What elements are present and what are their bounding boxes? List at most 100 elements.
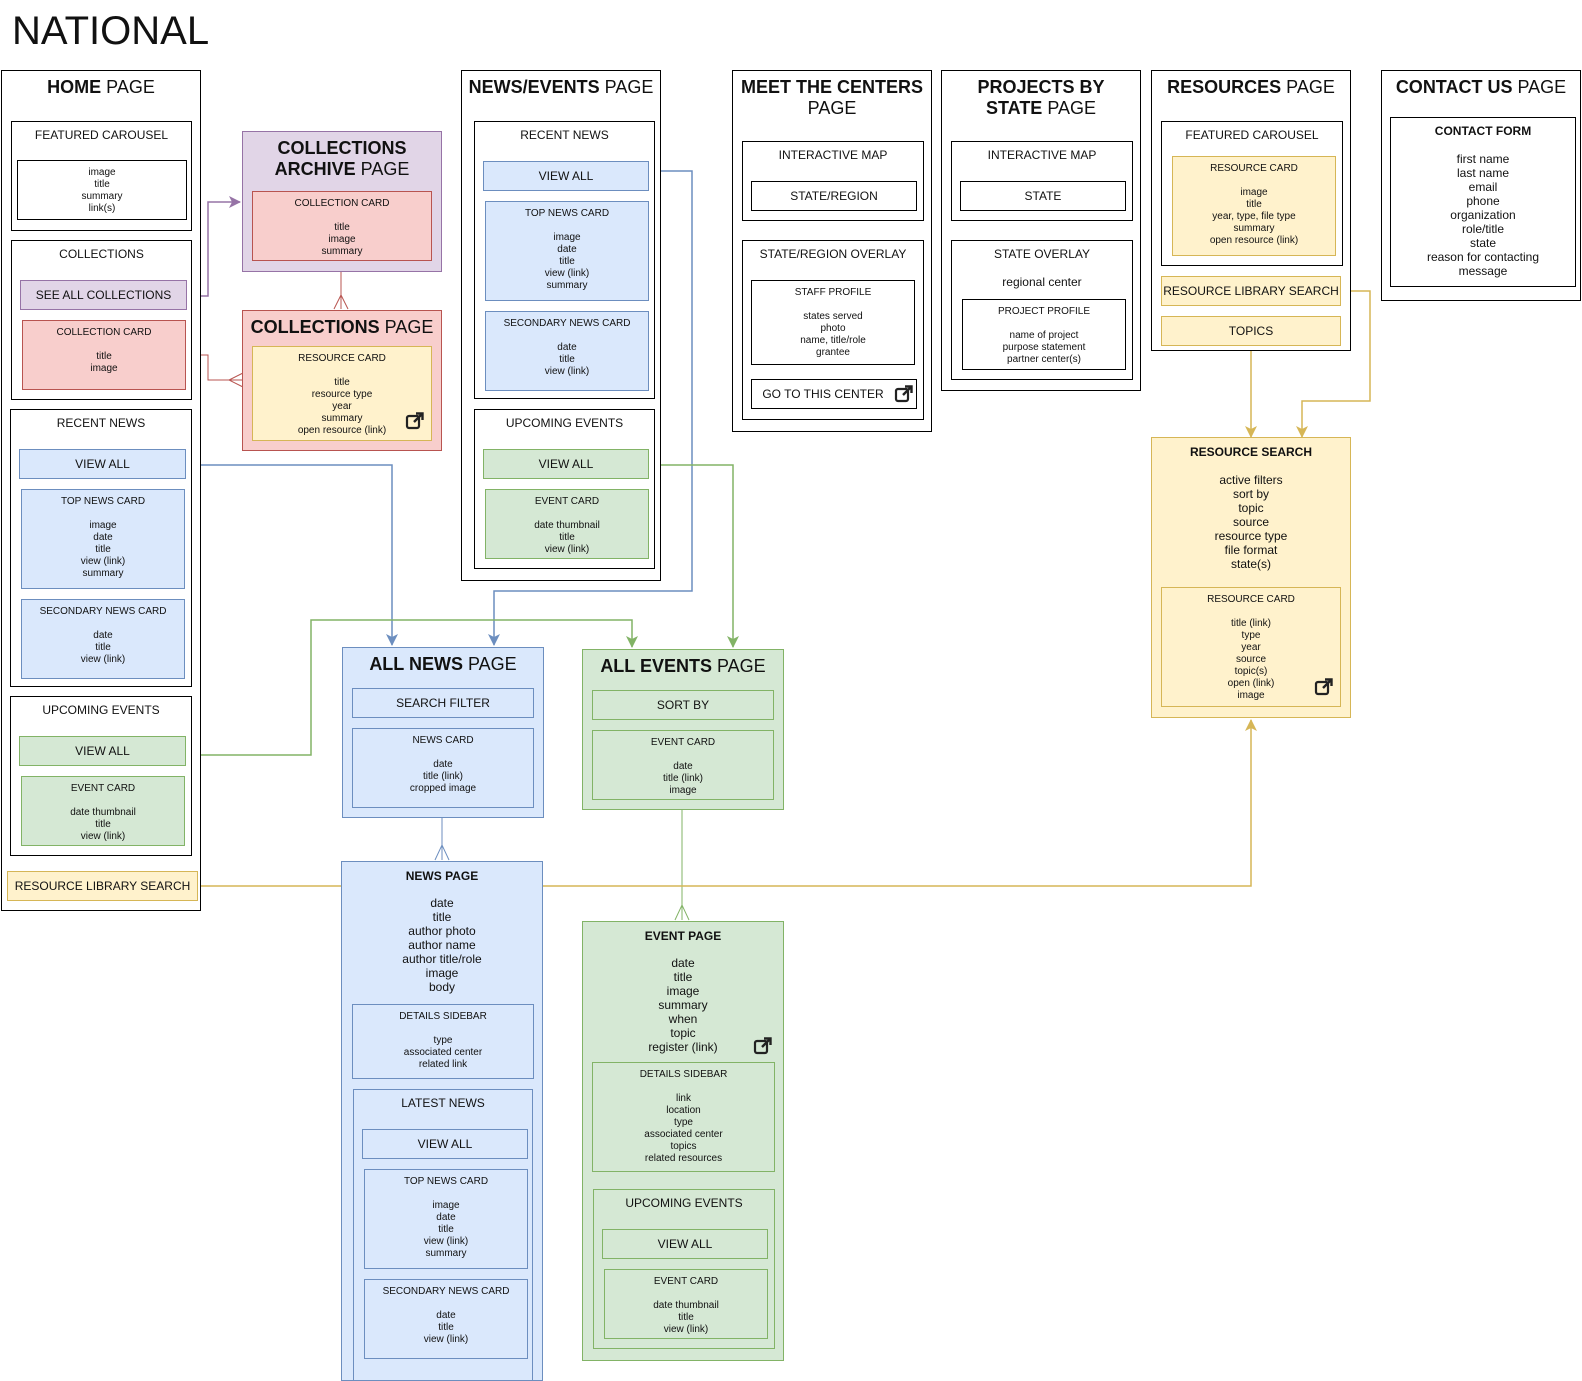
ne-upcoming-events: UPCOMING EVENTS VIEW ALL EVENT CARD date… bbox=[474, 409, 655, 569]
res-library-search-button[interactable]: RESOURCE LIBRARY SEARCH bbox=[1161, 276, 1341, 306]
home-featured-carousel: FEATURED CAROUSEL image title summary li… bbox=[11, 121, 192, 231]
home-collection-card-label: COLLECTION CARD bbox=[56, 327, 152, 338]
home-recent-news-label: RECENT NEWS bbox=[56, 416, 146, 430]
ne-event-card[interactable]: EVENT CARD date thumbnail title view (li… bbox=[485, 489, 649, 559]
search-filter-button[interactable]: SEARCH FILTER bbox=[352, 688, 534, 718]
home-top-news-card-fields: image date title view (link) summary bbox=[80, 520, 126, 579]
ne-top-news-card-fields: image date title view (link) summary bbox=[544, 232, 590, 291]
external-link-icon bbox=[894, 385, 913, 403]
go-to-center-button[interactable]: GO TO THIS CENTER bbox=[751, 379, 917, 409]
event-upcoming-event-card[interactable]: EVENT CARD date thumbnail title view (li… bbox=[604, 1269, 768, 1339]
home-top-news-card[interactable]: TOP NEWS CARD image date title view (lin… bbox=[21, 489, 185, 589]
see-all-collections-button[interactable]: SEE ALL COLLECTIONS bbox=[20, 280, 187, 310]
latest-secondary-news-card[interactable]: SECONDARY NEWS CARD date title view (lin… bbox=[364, 1279, 528, 1359]
mc-map-label: INTERACTIVE MAP bbox=[778, 148, 888, 162]
home-event-card[interactable]: EVENT CARD date thumbnail title view (li… bbox=[21, 776, 185, 846]
mc-staff-profile: STAFF PROFILE states served photo name, … bbox=[751, 280, 915, 365]
archive-collection-card-label: COLLECTION CARD bbox=[294, 198, 390, 209]
news-details-sidebar: DETAILS SIDEBAR type associated center r… bbox=[352, 1004, 534, 1079]
rs-resource-card[interactable]: RESOURCE CARD title (link) type year sou… bbox=[1161, 587, 1341, 707]
go-to-center-label: GO TO THIS CENTER bbox=[762, 387, 884, 401]
home-upcoming-label: UPCOMING EVENTS bbox=[42, 703, 160, 717]
collections-page-title: COLLECTIONS PAGE bbox=[250, 317, 434, 337]
all-events-event-card[interactable]: EVENT CARD date title (link) image bbox=[592, 730, 774, 800]
projects-state-title: PROJECTS BY STATE PAGE bbox=[977, 77, 1105, 118]
mc-state-region-label: STATE/REGION bbox=[790, 189, 878, 203]
home-featured-fields: image title summary link(s) bbox=[81, 167, 123, 214]
ne-secondary-news-card-label: SECONDARY NEWS CARD bbox=[503, 318, 631, 329]
news-events-title: NEWS/EVENTS PAGE bbox=[468, 77, 654, 97]
all-news-title: ALL NEWS PAGE bbox=[369, 654, 517, 674]
home-events-view-all-button[interactable]: VIEW ALL bbox=[19, 736, 186, 766]
latest-top-news-card[interactable]: TOP NEWS CARD image date title view (lin… bbox=[364, 1169, 528, 1269]
contact-page: CONTACT US PAGE CONTACT FORM first name … bbox=[1381, 70, 1581, 301]
home-collections-label: COLLECTIONS bbox=[59, 247, 144, 261]
latest-top-news-card-label: TOP NEWS CARD bbox=[403, 1176, 489, 1187]
latest-news-label: LATEST NEWS bbox=[401, 1096, 485, 1110]
collections-archive-title: COLLECTIONS ARCHIVE PAGE bbox=[274, 138, 410, 179]
ne-news-view-all-button[interactable]: VIEW ALL bbox=[483, 161, 649, 191]
topics-button[interactable]: TOPICS bbox=[1161, 316, 1341, 346]
home-page-title: HOME PAGE bbox=[47, 77, 155, 97]
latest-view-all-button[interactable]: VIEW ALL bbox=[362, 1129, 528, 1159]
link-home-news-view-all bbox=[184, 464, 398, 646]
ps-project-profile: PROJECT PROFILE name of project purpose … bbox=[962, 299, 1126, 370]
ps-overlay-sub: regional center bbox=[1002, 275, 1082, 289]
contact-form-fields: first name last name email phone organiz… bbox=[1426, 152, 1540, 278]
see-all-collections-label: SEE ALL COLLECTIONS bbox=[35, 288, 172, 302]
resource-search-fields: active filters sort by topic source reso… bbox=[1214, 473, 1288, 571]
mc-staff-profile-label: STAFF PROFILE bbox=[794, 287, 872, 298]
news-page-fields: date title author photo author name auth… bbox=[402, 896, 482, 994]
link-newsevents-events-view-all bbox=[649, 464, 739, 648]
home-collection-card-fields: title image bbox=[90, 351, 118, 374]
rs-resource-card-fields: title (link) type year source topic(s) o… bbox=[1227, 618, 1275, 701]
ne-top-news-card[interactable]: TOP NEWS CARD image date title view (lin… bbox=[485, 201, 649, 301]
ps-overlay: STATE OVERLAY regional center PROJECT PR… bbox=[951, 240, 1133, 380]
resources-title: RESOURCES PAGE bbox=[1167, 77, 1335, 97]
event-sidebar-label: DETAILS SIDEBAR bbox=[639, 1069, 728, 1080]
archive-collection-card[interactable]: COLLECTION CARD title image summary bbox=[252, 191, 432, 261]
event-page-title: EVENT PAGE bbox=[644, 929, 722, 943]
diagram-title: NATIONAL bbox=[12, 9, 210, 53]
home-upcoming-events: UPCOMING EVENTS VIEW ALL EVENT CARD date… bbox=[10, 696, 192, 856]
ne-events-view-all-label: VIEW ALL bbox=[538, 457, 594, 471]
home-secondary-news-card-label: SECONDARY NEWS CARD bbox=[39, 606, 167, 617]
home-featured-label: FEATURED CAROUSEL bbox=[34, 128, 169, 142]
sort-by-button[interactable]: SORT BY bbox=[592, 690, 774, 720]
event-upcoming-view-all-button[interactable]: VIEW ALL bbox=[602, 1229, 768, 1259]
search-filter-label: SEARCH FILTER bbox=[396, 696, 490, 710]
ne-secondary-news-card[interactable]: SECONDARY NEWS CARD date title view (lin… bbox=[485, 311, 649, 391]
ps-map-label: INTERACTIVE MAP bbox=[987, 148, 1097, 162]
external-link-icon bbox=[405, 412, 424, 430]
home-collection-card[interactable]: COLLECTION CARD title image bbox=[22, 320, 186, 390]
ne-news-view-all-label: VIEW ALL bbox=[538, 169, 594, 183]
mc-staff-profile-fields: states served photo name, title/role gra… bbox=[800, 311, 866, 358]
collections-resource-card[interactable]: RESOURCE CARD title resource type year s… bbox=[252, 346, 432, 441]
home-secondary-news-card[interactable]: SECONDARY NEWS CARD date title view (lin… bbox=[21, 599, 185, 679]
home-resource-library-search[interactable]: RESOURCE LIBRARY SEARCH bbox=[7, 871, 198, 901]
ne-recent-news: RECENT NEWS VIEW ALL TOP NEWS CARD image… bbox=[474, 121, 655, 399]
news-card[interactable]: NEWS CARD date title (link) cropped imag… bbox=[352, 728, 534, 808]
mc-interactive-map: INTERACTIVE MAP STATE/REGION bbox=[742, 141, 924, 221]
ps-state-button[interactable]: STATE bbox=[960, 181, 1126, 211]
contact-form-label: CONTACT FORM bbox=[1434, 124, 1532, 138]
mc-state-region-button[interactable]: STATE/REGION bbox=[751, 181, 917, 211]
home-secondary-news-card-fields: date title view (link) bbox=[80, 630, 126, 665]
all-events-event-card-label: EVENT CARD bbox=[650, 737, 716, 748]
event-upcoming-view-all-label: VIEW ALL bbox=[657, 1237, 713, 1251]
ne-events-view-all-button[interactable]: VIEW ALL bbox=[483, 449, 649, 479]
home-resource-library-search-label: RESOURCE LIBRARY SEARCH bbox=[14, 879, 191, 893]
ne-secondary-news-card-fields: date title view (link) bbox=[544, 342, 590, 377]
ne-top-news-card-label: TOP NEWS CARD bbox=[524, 208, 610, 219]
home-event-card-label: EVENT CARD bbox=[70, 783, 136, 794]
home-news-view-all-button[interactable]: VIEW ALL bbox=[19, 449, 186, 479]
news-card-label: NEWS CARD bbox=[412, 735, 474, 746]
contact-form[interactable]: CONTACT FORM first name last name email … bbox=[1390, 117, 1576, 287]
latest-secondary-news-card-fields: date title view (link) bbox=[423, 1310, 469, 1345]
home-collections: COLLECTIONS SEE ALL COLLECTIONS COLLECTI… bbox=[11, 240, 192, 400]
res-resource-card[interactable]: RESOURCE CARD image title year, type, fi… bbox=[1172, 156, 1336, 256]
latest-secondary-news-card-label: SECONDARY NEWS CARD bbox=[382, 1286, 510, 1297]
res-library-search-label: RESOURCE LIBRARY SEARCH bbox=[1163, 284, 1339, 298]
event-sidebar-fields: link location type associated center top… bbox=[644, 1093, 723, 1164]
